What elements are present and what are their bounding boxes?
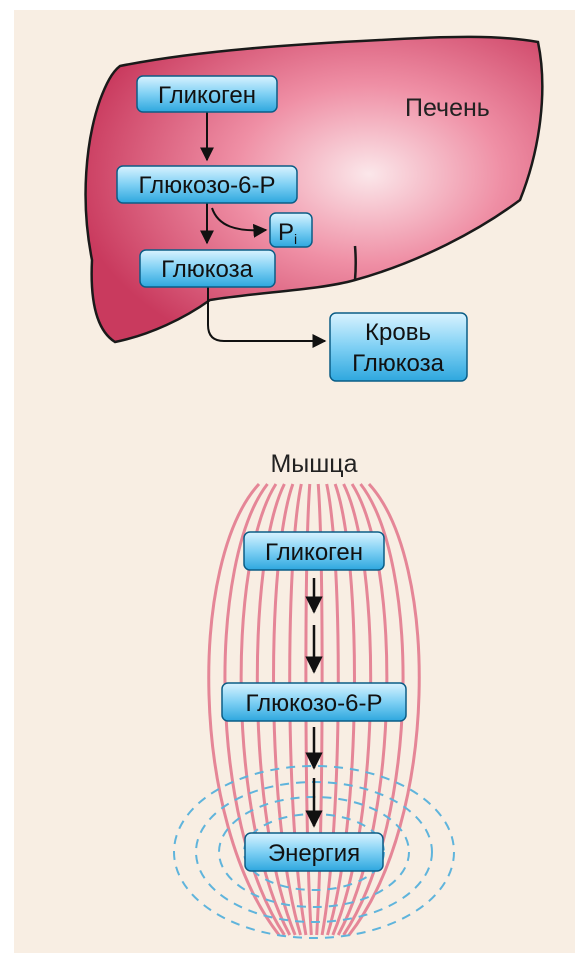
- liver-glycogen-text: Гликоген: [158, 82, 256, 109]
- liver-glycogen-box: Гликоген: [137, 76, 277, 112]
- pi-subscript: i: [294, 231, 297, 247]
- muscle-g6p-text: Глюкозо-6-P: [246, 690, 383, 717]
- liver-lobe-line: [355, 246, 356, 280]
- blood-line1-text: Кровь: [365, 319, 431, 346]
- energy-box: Энергия: [245, 833, 383, 871]
- liver-glucose-box: Глюкоза: [140, 250, 275, 287]
- liver-g6p-box: Глюкозо-6-P: [117, 166, 297, 203]
- muscle-glycogen-text: Гликоген: [265, 539, 363, 566]
- liver-glucose-text: Глюкоза: [161, 256, 254, 283]
- pi-text: P: [278, 219, 294, 246]
- liver-pi-box: Pi: [270, 213, 312, 247]
- muscle-g6p-box: Глюкозо-6-P: [222, 683, 406, 721]
- blood-line2-text: Глюкоза: [352, 350, 445, 377]
- muscle-label: Мышца: [270, 450, 357, 478]
- blood-glucose-box: Кровь Глюкоза: [330, 313, 467, 381]
- muscle-glycogen-box: Гликоген: [244, 532, 384, 570]
- liver-label: Печень: [405, 94, 490, 122]
- liver-g6p-text: Глюкозо-6-P: [139, 172, 276, 199]
- energy-text: Энергия: [268, 840, 360, 867]
